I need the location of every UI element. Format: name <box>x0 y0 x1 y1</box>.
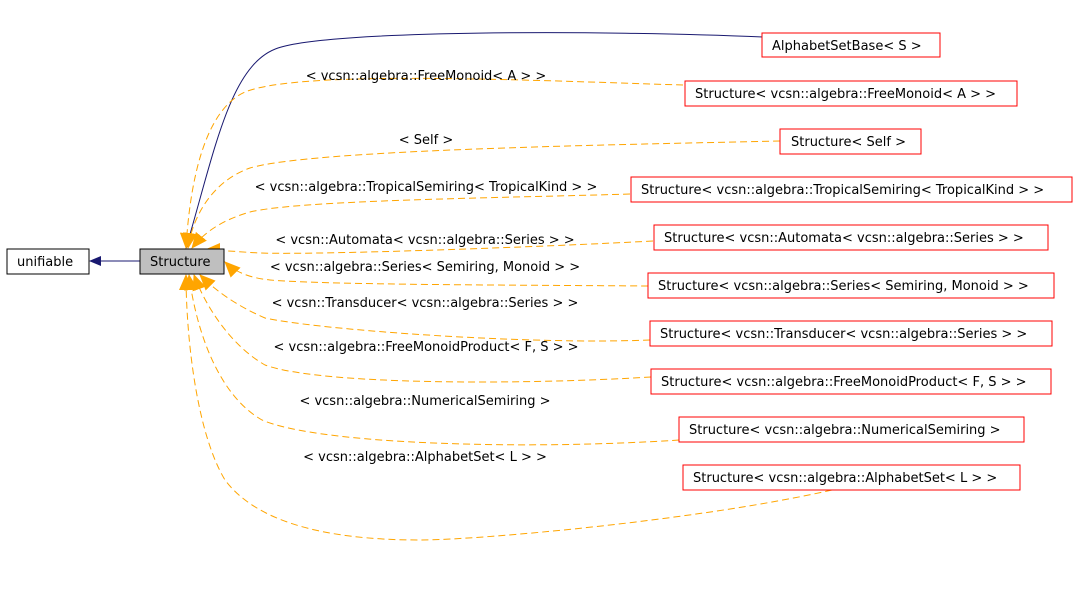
edge-freemonoid <box>179 77 684 249</box>
node-label-tropicalsemiring: Structure< vcsn::algebra::TropicalSemiri… <box>641 183 1044 198</box>
node-alphabetsetbase[interactable]: AlphabetSetBase< S > <box>761 32 941 58</box>
node-label-structure: Structure <box>150 255 210 270</box>
node-transducer[interactable]: Structure< vcsn::Transducer< vcsn::algeb… <box>649 320 1053 347</box>
node-label-freemonoid: Structure< vcsn::algebra::FreeMonoid< A … <box>695 87 996 102</box>
edge-label-alphabetset: < vcsn::algebra::AlphabetSet< L > > <box>303 450 547 465</box>
edge-label-freemonoid: < vcsn::algebra::FreeMonoid< A > > <box>306 69 547 84</box>
edge-label-transducer: < vcsn::Transducer< vcsn::algebra::Serie… <box>272 296 579 311</box>
edge-label-tropical: < vcsn::algebra::TropicalSemiring< Tropi… <box>255 180 598 195</box>
node-label-alphabetset: Structure< vcsn::algebra::AlphabetSet< L… <box>693 471 997 486</box>
node-alphabetset[interactable]: Structure< vcsn::algebra::AlphabetSet< L… <box>682 464 1021 491</box>
node-automata[interactable]: Structure< vcsn::Automata< vcsn::algebra… <box>653 224 1049 251</box>
edge-label-freemonoidproduct: < vcsn::algebra::FreeMonoidProduct< F, S… <box>273 340 578 355</box>
node-label-freemonoidproduct: Structure< vcsn::algebra::FreeMonoidProd… <box>661 375 1027 390</box>
node-label-automata: Structure< vcsn::Automata< vcsn::algebra… <box>664 231 1024 246</box>
edge-alphabetsetbase-to-structure <box>184 32 764 249</box>
edge-label-self: < Self > <box>399 133 454 148</box>
edge-transducer <box>199 274 651 342</box>
edge-freemonoidproduct <box>192 274 652 383</box>
node-freemonoidproduct[interactable]: Structure< vcsn::algebra::FreeMonoidProd… <box>650 368 1052 395</box>
node-label-transducer: Structure< vcsn::Transducer< vcsn::algeb… <box>660 327 1027 342</box>
edge-numericalsemiring <box>183 274 680 446</box>
node-self[interactable]: Structure< Self > <box>779 128 922 155</box>
node-series[interactable]: Structure< vcsn::algebra::Series< Semiri… <box>647 272 1055 299</box>
edge-series <box>224 261 649 287</box>
edge-label-numericalsemiring: < vcsn::algebra::NumericalSemiring > <box>299 394 550 409</box>
node-structure[interactable]: Structure <box>139 248 225 275</box>
template-edges <box>179 77 833 541</box>
node-label-self: Structure< Self > <box>791 135 906 150</box>
inheritance-edges <box>89 32 764 266</box>
node-label-unifiable: unifiable <box>17 255 73 270</box>
edge-label-series: < vcsn::algebra::Series< Semiring, Monoi… <box>270 260 580 275</box>
node-freemonoid[interactable]: Structure< vcsn::algebra::FreeMonoid< A … <box>684 80 1018 107</box>
edge-self <box>183 140 781 249</box>
edge-alphabetset <box>179 274 833 541</box>
edge-automata <box>204 240 654 258</box>
node-label-alphabetsetbase: AlphabetSetBase< S > <box>772 39 922 54</box>
node-label-numericalsemiring: Structure< vcsn::algebra::NumericalSemir… <box>689 423 1001 438</box>
edge-labels: < vcsn::algebra::FreeMonoid< A > > < Sel… <box>255 69 598 465</box>
node-numericalsemiring[interactable]: Structure< vcsn::algebra::NumericalSemir… <box>678 416 1025 443</box>
node-label-series: Structure< vcsn::algebra::Series< Semiri… <box>658 279 1029 294</box>
edge-tropical <box>191 193 631 249</box>
node-tropicalsemiring[interactable]: Structure< vcsn::algebra::TropicalSemiri… <box>630 176 1073 203</box>
node-unifiable[interactable]: unifiable <box>6 248 90 275</box>
edge-label-automata: < vcsn::Automata< vcsn::algebra::Series … <box>275 233 574 248</box>
